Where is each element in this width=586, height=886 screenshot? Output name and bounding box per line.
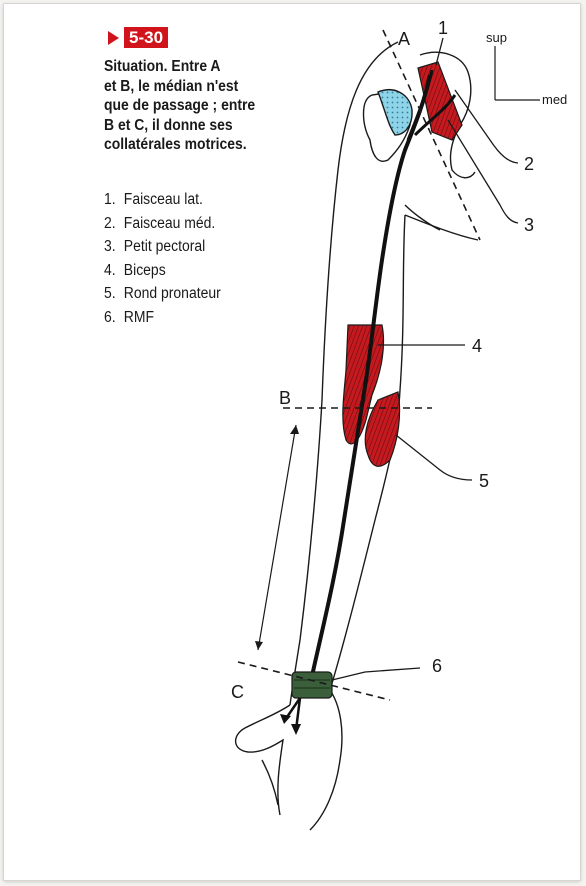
hand-contour (236, 690, 342, 830)
callout-3: 3 (524, 215, 534, 235)
level-b-label: B (279, 388, 291, 408)
callout-5: 5 (479, 471, 489, 491)
rmf-band (292, 672, 332, 698)
leader-6 (332, 668, 420, 680)
callout-4: 4 (472, 336, 482, 356)
orientation-indicator: sup med (486, 30, 567, 107)
callout-2: 2 (524, 154, 534, 174)
leader-5 (396, 435, 472, 480)
bc-span-arrow (255, 425, 299, 650)
orientation-med-label: med (542, 92, 567, 107)
callout-1: 1 (438, 18, 448, 38)
thumb-contour (262, 760, 278, 805)
orientation-sup-label: sup (486, 30, 507, 45)
level-a-label: A (398, 29, 410, 49)
arm-medial-contour (330, 215, 478, 690)
callout-6: 6 (432, 656, 442, 676)
level-c-label: C (231, 682, 244, 702)
